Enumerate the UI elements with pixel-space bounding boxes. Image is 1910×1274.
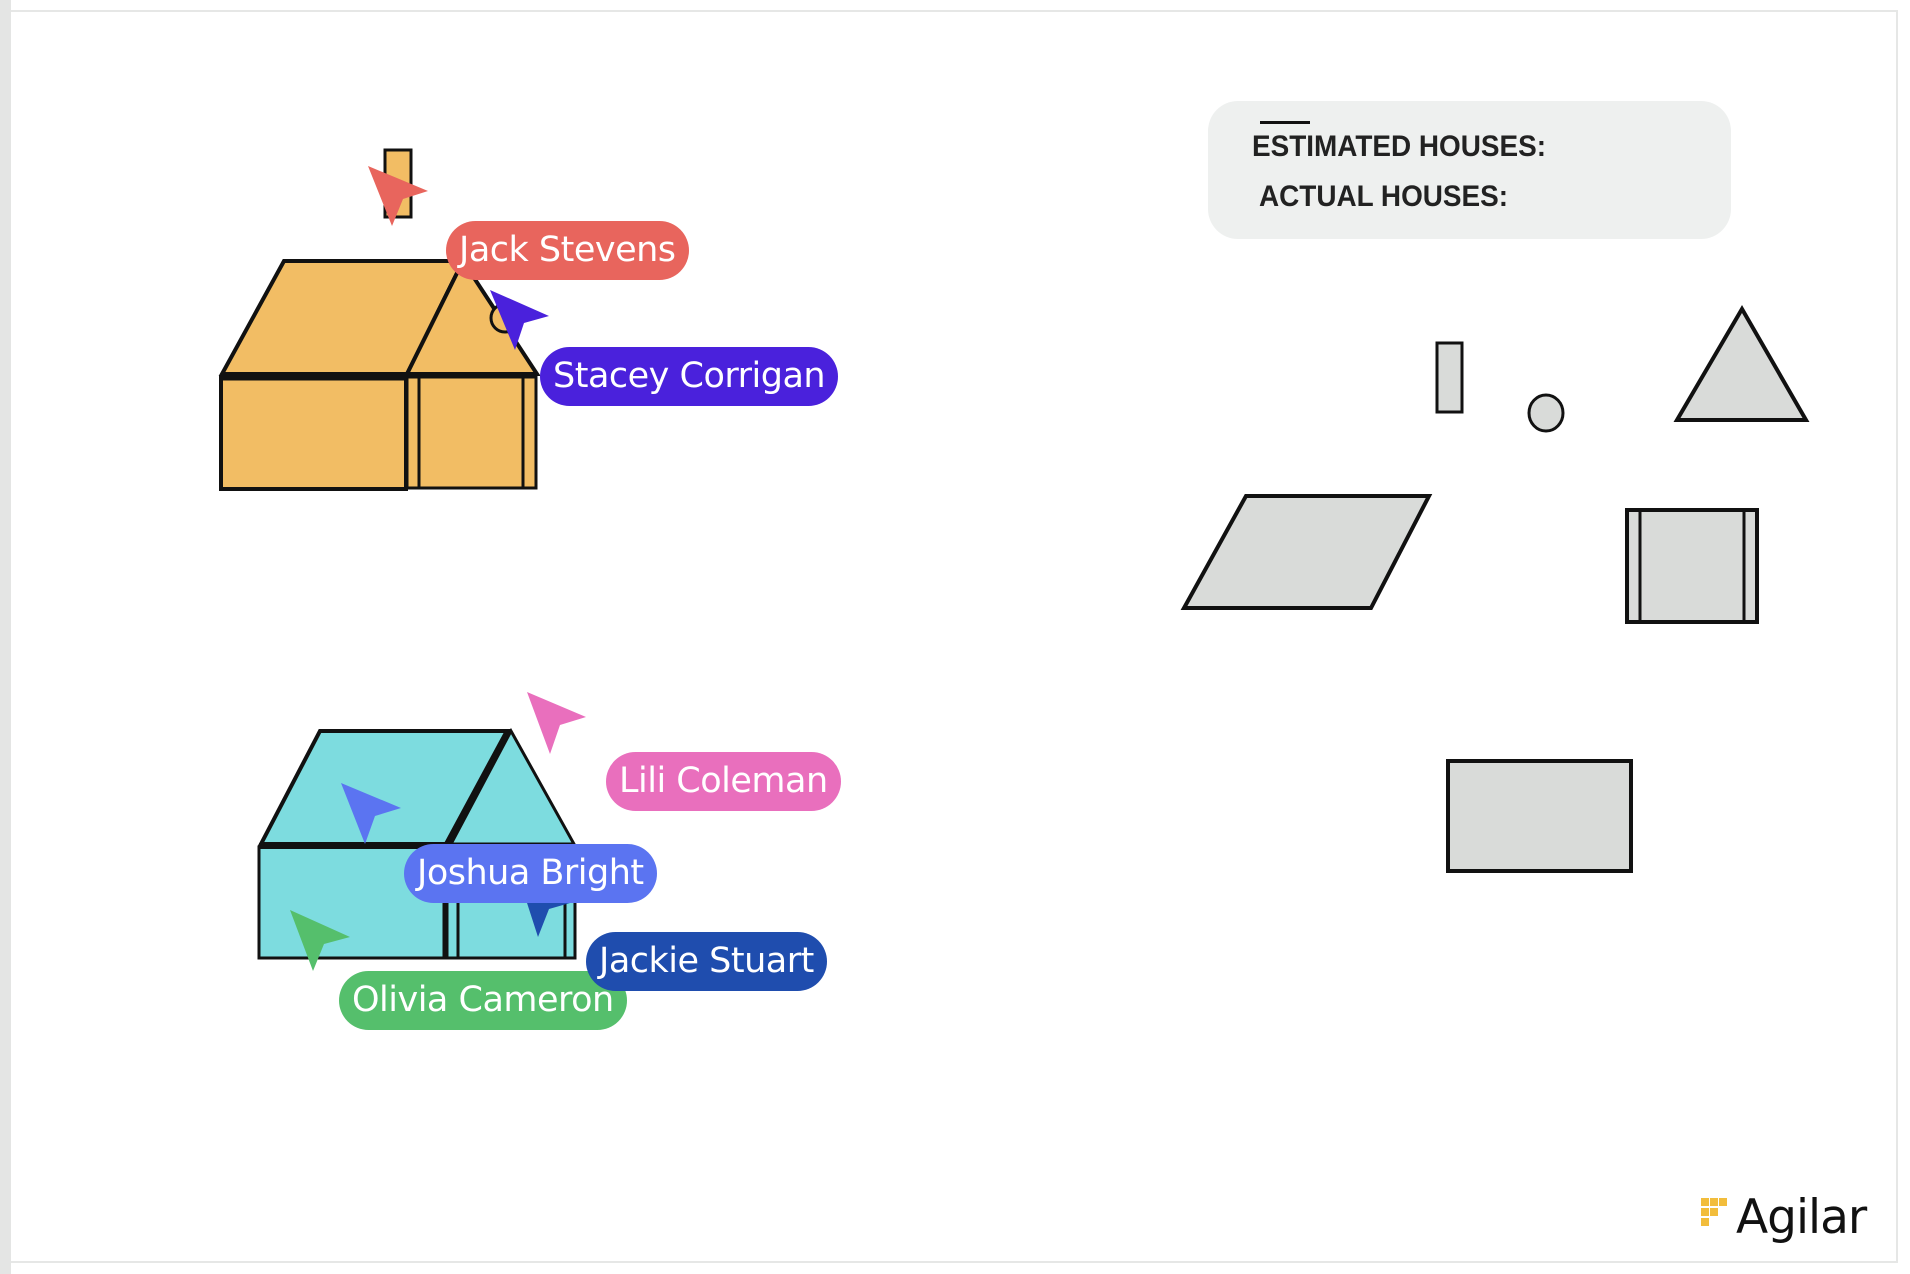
logo-wordmark: Agilar (1736, 1190, 1867, 1245)
cursor-label-jack-stevens: Jack Stevens (446, 221, 689, 280)
cursor-label-olivia-cameron: Olivia Cameron (339, 971, 627, 1030)
palette-striped-square[interactable] (1625, 508, 1759, 624)
palette-chimney-rectangle[interactable] (1435, 341, 1464, 414)
cursor-label-lili-coleman: Lili Coleman (606, 752, 841, 811)
orange-house-side-body[interactable] (405, 375, 538, 490)
actual-houses-label: ACTUAL HOUSES: (1259, 180, 1509, 213)
estimated-houses-label: ESTIMATED HOUSES: (1252, 130, 1547, 163)
logo-mark-square (1719, 1198, 1727, 1206)
orange-house[interactable] (218, 148, 541, 491)
cursor-label-jackie-stuart: Jackie Stuart (586, 932, 827, 991)
palette-parallelogram[interactable] (1180, 494, 1433, 610)
cyan-house-roof-divider (444, 729, 511, 846)
shape-palette (1180, 305, 1810, 873)
palette-triangle[interactable] (1673, 305, 1810, 422)
logo-mark-square (1710, 1198, 1718, 1206)
orange-house-main-body[interactable] (219, 375, 408, 491)
logo-mark-square (1701, 1198, 1709, 1206)
house-count-panel: ESTIMATED HOUSES: ACTUAL HOUSES: (1208, 101, 1731, 239)
cursor-label-stacey-corrigan: Stacey Corrigan (540, 347, 839, 406)
logo-mark-square (1701, 1208, 1709, 1216)
left-sidebar-strip (0, 0, 11, 1274)
palette-rectangle[interactable] (1446, 759, 1633, 873)
cursor-olivia-cameron-icon (290, 910, 350, 971)
logo-mark-square (1701, 1218, 1709, 1226)
cursor-stacey-corrigan-icon (490, 290, 549, 350)
cursor-joshua-bright-icon (341, 783, 401, 844)
cursor-lili-coleman-icon (527, 692, 586, 754)
logo-mark-square (1710, 1208, 1718, 1216)
cursor-jack-stevens-icon (368, 166, 428, 226)
palette-circle[interactable] (1527, 393, 1565, 433)
cursor-label-joshua-bright: Joshua Bright (404, 844, 657, 903)
pen-stroke (1260, 121, 1310, 124)
